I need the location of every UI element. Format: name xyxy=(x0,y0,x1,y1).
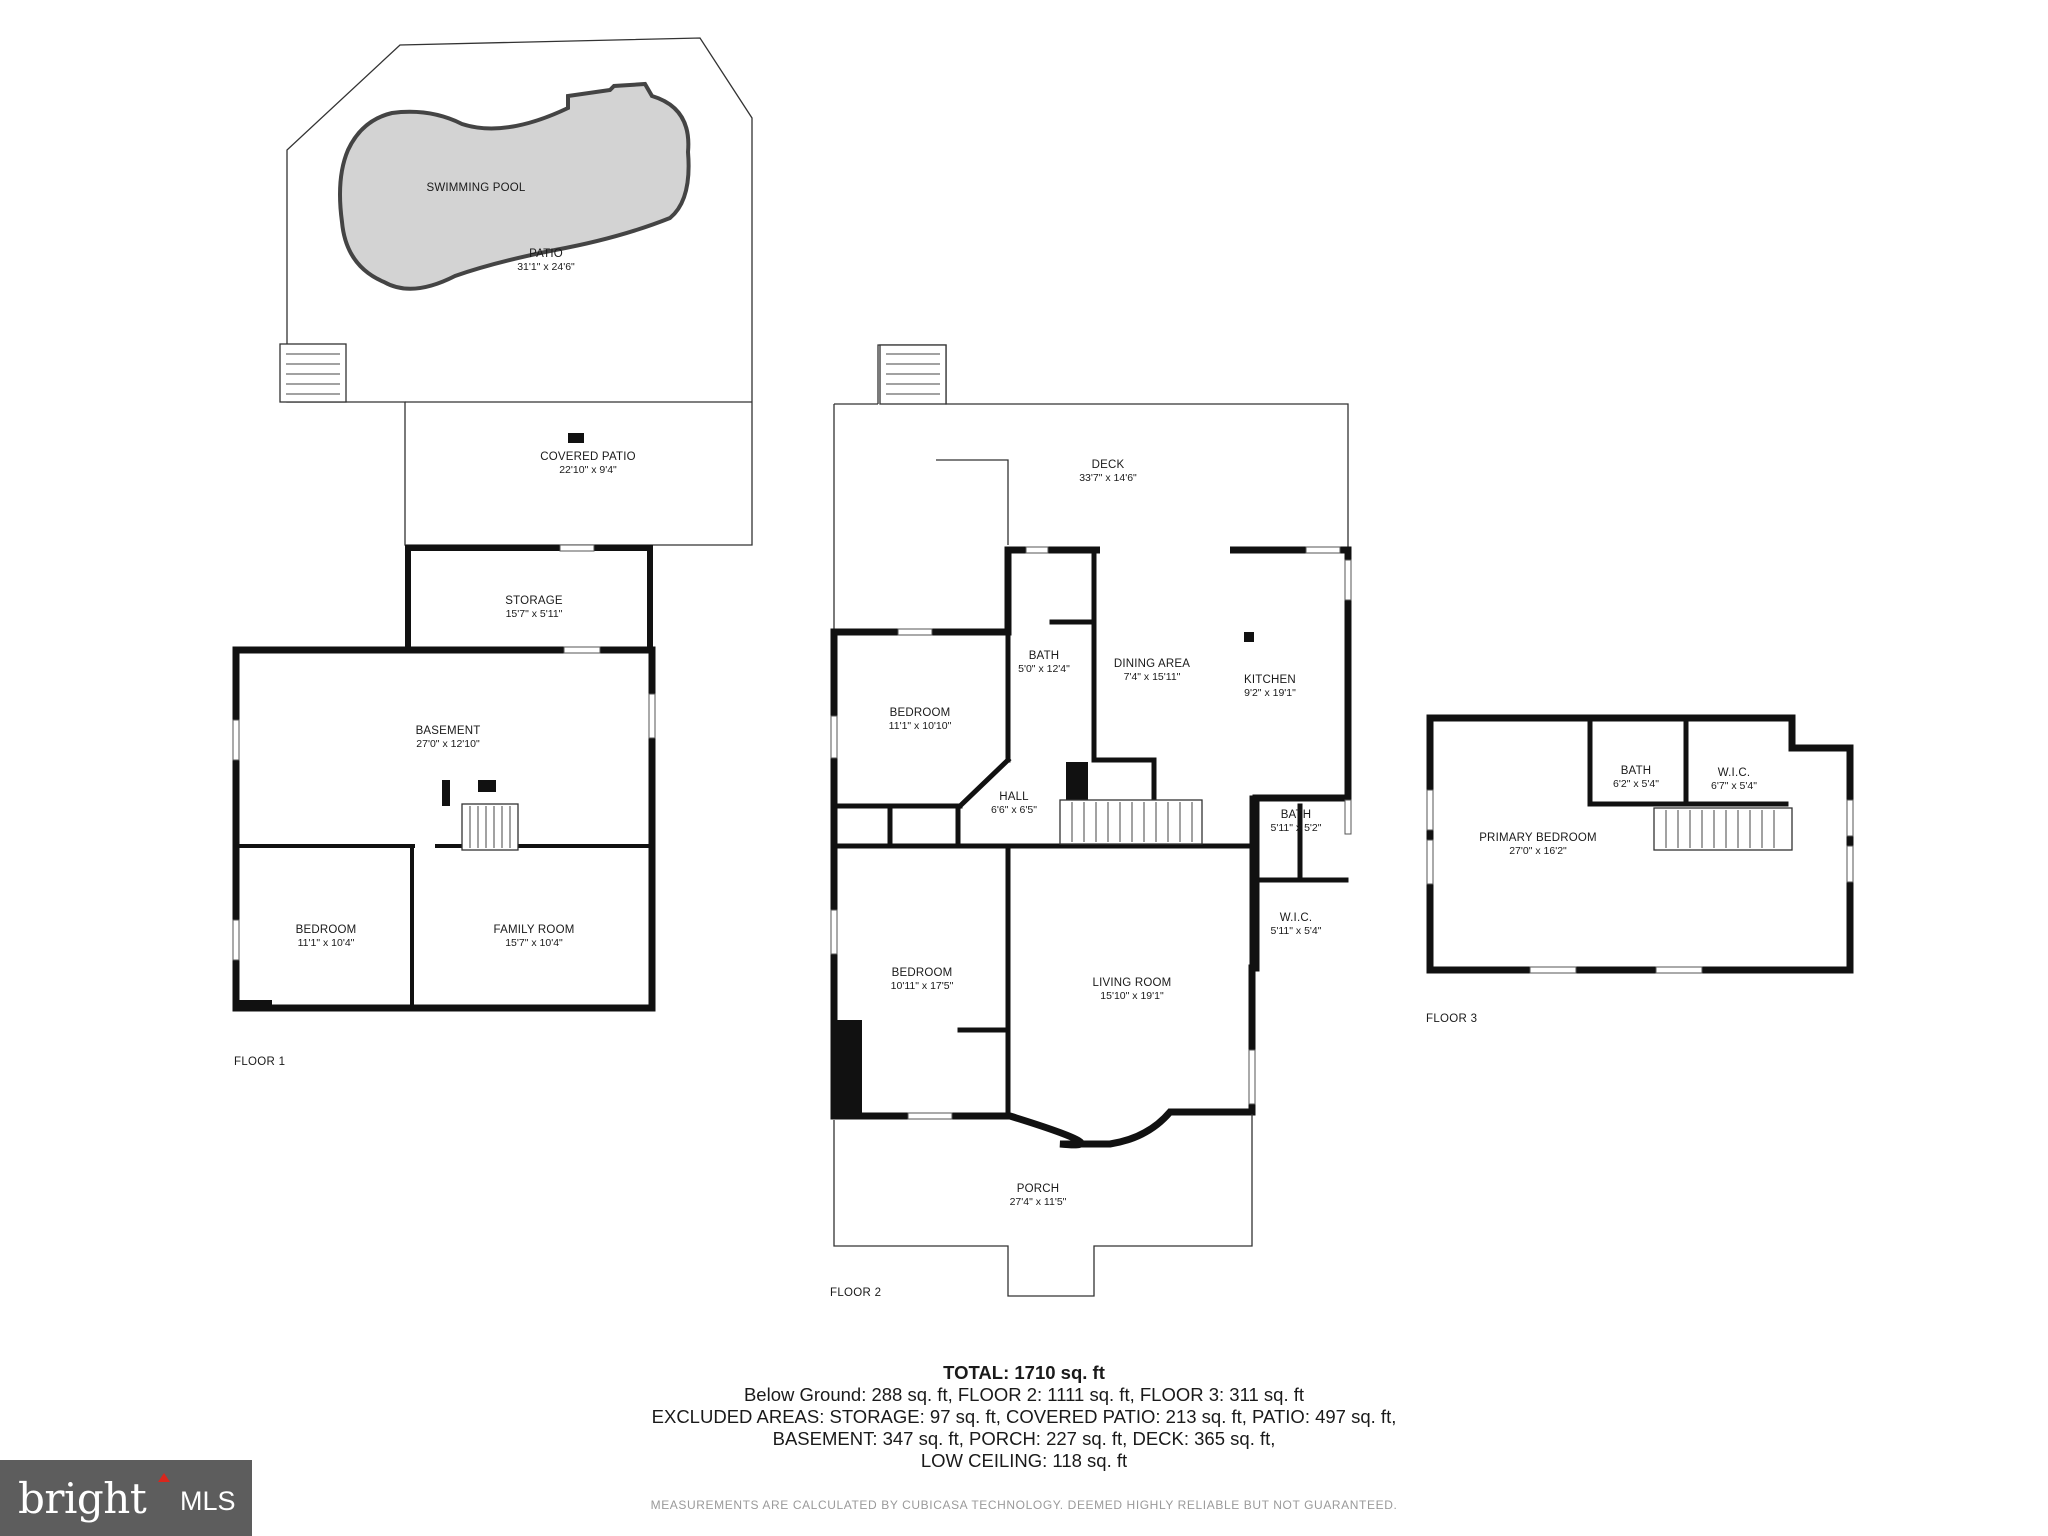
floor-label: FLOOR 3 xyxy=(1426,1013,1477,1025)
room-dims: 5'11" x 5'2" xyxy=(1271,822,1322,834)
room-dims: 27'4" x 11'5" xyxy=(1010,1196,1067,1208)
floor-3-walls xyxy=(1426,714,1854,974)
patio-stairs xyxy=(279,343,347,403)
room-dims: 11'1" x 10'4" xyxy=(298,937,355,949)
room-name: SWIMMING POOL xyxy=(426,182,525,194)
room-dims: 15'7" x 5'11" xyxy=(506,608,563,620)
basement-walls xyxy=(232,646,656,1012)
floor-3-plan xyxy=(1426,714,1854,974)
room-dims: 11'1" x 10'10" xyxy=(889,720,952,732)
patio-outline xyxy=(286,37,753,546)
room-name: LIVING ROOM xyxy=(1093,977,1172,989)
room-dims: 15'10" x 19'1" xyxy=(1100,990,1164,1002)
room-dims: 6'6" x 6'5" xyxy=(991,804,1037,816)
hall-stairs xyxy=(1059,799,1203,845)
floor-2-walls xyxy=(830,546,1352,1149)
bright-mls-logo: bright MLS xyxy=(0,1460,252,1536)
room-labels: SWIMMING POOL PATIO 31'1" x 24'6" COVERE… xyxy=(234,182,1757,1299)
floor-2-plan xyxy=(830,344,1352,1297)
room-dims: 27'0" x 12'10" xyxy=(416,738,480,750)
room-name: DECK xyxy=(1092,459,1125,471)
room-name: PRIMARY BEDROOM xyxy=(1479,832,1597,844)
totals-line: LOW CEILING: 118 sq. ft xyxy=(920,1450,1128,1471)
total-area: TOTAL: 1710 sq. ft xyxy=(943,1362,1105,1383)
room-dims: 5'11" x 5'4" xyxy=(1271,925,1322,937)
room-name: BEDROOM xyxy=(890,707,951,719)
room-dims: 9'2" x 19'1" xyxy=(1244,687,1296,699)
room-name: FAMILY ROOM xyxy=(493,924,574,936)
room-name: HALL xyxy=(999,791,1029,803)
room-dims: 33'7" x 14'6" xyxy=(1079,472,1137,484)
floor-label: FLOOR 2 xyxy=(830,1287,881,1299)
room-name: STORAGE xyxy=(505,595,563,607)
room-dims: 22'10" x 9'4" xyxy=(559,464,617,476)
totals-line: EXCLUDED AREAS: STORAGE: 97 sq. ft, COVE… xyxy=(651,1406,1397,1427)
room-name: W.I.C. xyxy=(1280,912,1313,924)
room-name: PATIO xyxy=(529,248,563,260)
room-name: BATH xyxy=(1029,650,1060,662)
room-dims: 31'1" x 24'6" xyxy=(517,261,575,273)
room-dims: 5'0" x 12'4" xyxy=(1018,663,1070,675)
deck-outline xyxy=(877,344,1349,548)
porch-outline xyxy=(833,1114,1253,1297)
room-dims: 15'7" x 10'4" xyxy=(505,937,563,949)
logo-accent-icon xyxy=(158,1473,170,1482)
room-dims: 6'2" x 5'4" xyxy=(1613,778,1659,790)
room-name: BATH xyxy=(1621,765,1652,777)
area-totals: TOTAL: 1710 sq. ft Below Ground: 288 sq.… xyxy=(0,1362,2048,1472)
room-dims: 6'7" x 5'4" xyxy=(1711,780,1757,792)
room-name: DINING AREA xyxy=(1114,658,1190,670)
patio-post xyxy=(568,433,584,443)
room-name: BEDROOM xyxy=(296,924,357,936)
room-name: BEDROOM xyxy=(892,967,953,979)
room-name: COVERED PATIO xyxy=(540,451,635,463)
floor-3-stairs xyxy=(1653,807,1793,851)
swimming-pool xyxy=(338,81,691,291)
room-dims: 10'11" x 17'5" xyxy=(891,980,954,992)
room-name: KITCHEN xyxy=(1244,674,1296,686)
closet-fill xyxy=(834,1020,862,1116)
logo-suffix: MLS xyxy=(180,1486,236,1516)
totals-line: BASEMENT: 347 sq. ft, PORCH: 227 sq. ft,… xyxy=(772,1428,1276,1449)
room-dims: 7'4" x 15'11" xyxy=(1124,671,1181,683)
totals-line: Below Ground: 288 sq. ft, FLOOR 2: 1111 … xyxy=(743,1384,1305,1405)
logo-wordmark: bright xyxy=(18,1474,147,1523)
floor-label: FLOOR 1 xyxy=(234,1056,285,1068)
room-name: PORCH xyxy=(1017,1183,1060,1195)
room-name: BASEMENT xyxy=(416,725,481,737)
basement-stairs xyxy=(461,803,519,851)
floor-1-plan xyxy=(232,37,753,1012)
room-dims: 27'0" x 16'2" xyxy=(1509,845,1567,857)
disclaimer: MEASUREMENTS ARE CALCULATED BY CUBICASA … xyxy=(650,1498,1398,1512)
storage-walls xyxy=(405,545,653,653)
room-name: BATH xyxy=(1281,809,1312,821)
room-name: W.I.C. xyxy=(1718,767,1751,779)
